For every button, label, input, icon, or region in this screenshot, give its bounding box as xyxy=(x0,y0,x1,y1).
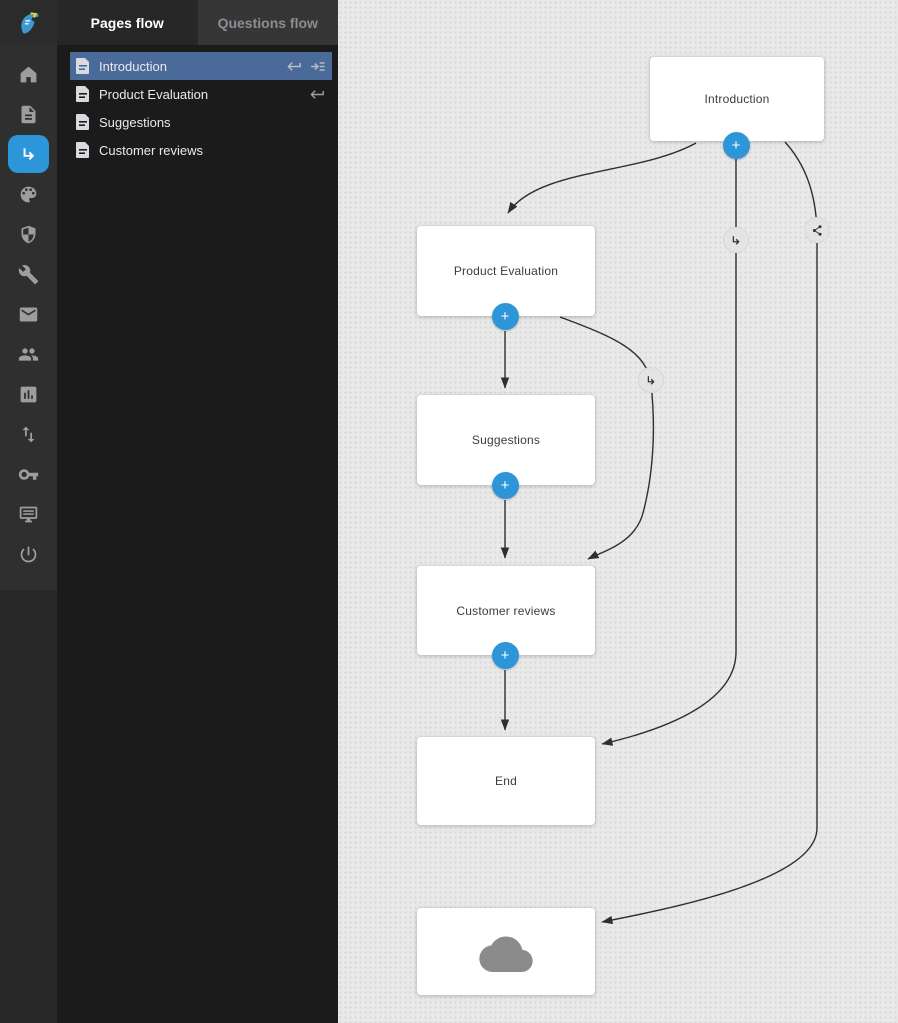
page-row-introduction[interactable]: Introduction xyxy=(70,52,332,80)
page-row-product-evaluation[interactable]: Product Evaluation xyxy=(70,80,332,108)
surveyjs-logo-icon xyxy=(21,12,40,34)
page-row-label: Customer reviews xyxy=(99,142,204,158)
add-page-button-product-evaluation[interactable]: + xyxy=(491,302,519,330)
flow-node-product-evaluation[interactable]: Product Evaluation xyxy=(417,226,595,316)
wrench-icon xyxy=(18,264,39,284)
page-row-label: Product Evaluation xyxy=(99,86,209,102)
tab-pages-flow[interactable]: Pages flow xyxy=(57,0,198,45)
app-logo[interactable] xyxy=(0,0,57,45)
add-page-button-suggestions[interactable]: + xyxy=(491,471,519,499)
node-label: Suggestions xyxy=(471,433,541,447)
flow-node-introduction[interactable]: Introduction xyxy=(650,57,824,141)
flow-node-customer-reviews[interactable]: Customer reviews xyxy=(417,566,595,655)
home-icon xyxy=(20,66,37,82)
page-doc-icon xyxy=(76,114,89,130)
add-page-button-introduction[interactable]: + xyxy=(722,131,750,159)
mail-icon xyxy=(19,307,38,321)
page-row-customer-reviews[interactable]: Customer reviews xyxy=(70,136,332,164)
node-label: Introduction xyxy=(704,92,770,106)
page-row-suggestions[interactable]: Suggestions xyxy=(70,108,332,136)
page-row-trailing-icons xyxy=(309,86,326,103)
rail-item-themes[interactable] xyxy=(0,174,57,214)
page-doc-icon xyxy=(76,86,89,102)
rail-item-users[interactable] xyxy=(0,334,57,374)
left-icon-rail xyxy=(0,0,57,1023)
rail-item-settings[interactable] xyxy=(0,254,57,294)
flow-canvas[interactable]: Introduction Product Evaluation Suggesti… xyxy=(338,0,898,1023)
people-icon xyxy=(18,347,39,361)
rail-item-pages[interactable] xyxy=(0,94,57,134)
branch-arrow-icon xyxy=(647,375,655,385)
edge-introduction-to-end xyxy=(601,159,737,746)
rail-item-security[interactable] xyxy=(0,214,57,254)
tab-questions-flow[interactable]: Questions flow xyxy=(197,0,338,45)
rail-item-home[interactable] xyxy=(0,54,57,94)
rail-item-mail[interactable] xyxy=(0,294,57,334)
add-page-button-customer-reviews[interactable]: + xyxy=(491,641,519,669)
document-icon xyxy=(21,105,36,123)
shield-icon xyxy=(21,225,36,243)
rail-icon-stack xyxy=(0,45,57,590)
page-row-trailing-icons xyxy=(286,58,326,75)
rail-active-pill xyxy=(8,135,49,173)
branch-arrow-icon xyxy=(732,235,740,245)
edge-badge-share-introduction[interactable] xyxy=(804,217,830,243)
share-icon xyxy=(812,224,821,236)
monitor-lines-icon xyxy=(19,506,38,522)
node-label: Customer reviews xyxy=(456,603,556,618)
rail-item-logout[interactable] xyxy=(0,534,57,574)
swap-vert-icon xyxy=(22,426,35,442)
power-icon xyxy=(20,546,37,562)
bar-chart-icon xyxy=(20,386,37,402)
page-row-label: Suggestions xyxy=(99,114,171,130)
edge-badge-branch-introduction[interactable] xyxy=(723,227,749,253)
flow-node-suggestions[interactable]: Suggestions xyxy=(417,395,595,485)
page-doc-icon xyxy=(76,142,89,158)
edge-introduction-to-product-evaluation xyxy=(507,142,697,214)
rail-item-access-key[interactable] xyxy=(0,454,57,494)
pages-panel: Introduction xyxy=(57,45,338,1023)
edge-product-evaluation-to-customer-reviews xyxy=(559,316,655,560)
cloud-icon xyxy=(479,935,533,972)
page-row-label: Introduction xyxy=(99,58,167,74)
edge-introduction-to-cloud xyxy=(601,141,818,925)
node-label: End xyxy=(495,774,517,788)
return-arrow-icon[interactable] xyxy=(286,58,303,75)
rail-item-console[interactable] xyxy=(0,494,57,534)
flow-tabbar: Pages flow Questions flow xyxy=(57,0,338,45)
flow-branch-icon xyxy=(23,147,35,160)
rail-item-import-export[interactable] xyxy=(0,414,57,454)
rail-item-pages-flow[interactable] xyxy=(0,134,57,174)
pages-list: Introduction xyxy=(57,45,338,164)
node-label: Product Evaluation xyxy=(453,264,559,278)
rail-item-statistics[interactable] xyxy=(0,374,57,414)
key-icon xyxy=(18,468,39,480)
flow-node-cloud[interactable] xyxy=(417,908,595,995)
flow-node-end[interactable]: End xyxy=(417,737,595,825)
flow-edges xyxy=(500,141,818,925)
return-arrow-icon[interactable] xyxy=(309,86,326,103)
page-doc-icon xyxy=(76,58,89,74)
edge-badge-branch-product-evaluation[interactable] xyxy=(638,367,664,393)
palette-icon xyxy=(20,186,37,202)
jump-to-icon[interactable] xyxy=(309,58,326,75)
